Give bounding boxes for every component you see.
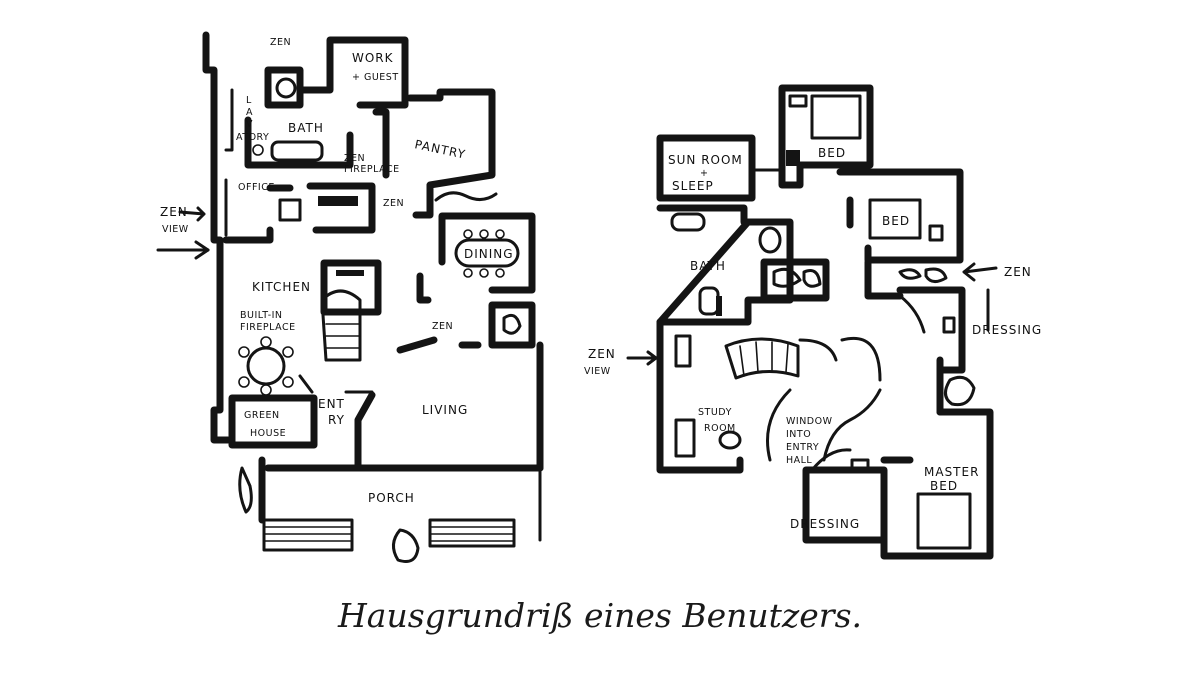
dining-table [454,238,520,268]
stair-upper [724,337,800,380]
label-lav-a: A [246,107,253,118]
label-window-3: ENTRY [786,442,819,453]
porch-steps-right [428,518,516,548]
label-entry-2: RY [328,413,345,427]
bath-walls [244,116,354,169]
label-master-1: MASTER [924,465,979,479]
label-living: LIVING [422,403,468,417]
label-lav-v: V [246,119,253,130]
master-bed-walls [880,408,994,560]
label-work: WORK [352,51,394,65]
label-window-1: WINDOW [786,416,833,427]
label-zen-top: ZEN [270,37,291,48]
label-master-2: BED [930,479,958,493]
label-sunroom-3: SLEEP [672,179,714,193]
porch-walls [258,456,544,524]
label-dressing-right: DRESSING [972,323,1042,337]
label-bath-upper: BATH [690,259,726,273]
label-dining: DINING [464,247,514,261]
label-pantry: PANTRY [413,137,467,161]
breakfast-table [246,346,286,386]
label-zen-fireplace-2: FIREPLACE [344,164,400,175]
label-green-house-2: HOUSE [250,428,286,439]
label-entry-1: ENT [318,397,345,411]
label-sunroom-1: SUN ROOM [668,153,743,167]
label-guest: + GUEST [352,72,399,83]
label-zen-fireplace-1: ZEN [344,153,365,164]
ground-floor-plan [156,31,544,563]
bed-right-walls [836,168,964,264]
label-office: OFFICE [238,182,275,193]
label-sunroom-2: + [700,168,708,179]
upper-floor-labels: BED SUN ROOM + SLEEP BED BATH ZEN DRESSI… [584,146,1042,531]
kitchen-island [320,259,382,316]
label-zen-view-left-1: ZEN [160,205,188,219]
label-study-1: STUDY [698,407,732,418]
label-dressing-bottom: DRESSING [790,517,860,531]
label-window-4: HALL [786,455,812,466]
figure-caption: Hausgrundriß eines Benutzers. [338,596,862,635]
label-zen-right: ZEN [1004,265,1032,279]
dining-walls [438,212,536,294]
label-bed-right: BED [882,214,910,228]
label-green-house-1: GREEN [244,410,280,421]
pantry-walls [406,88,496,219]
zen-garden-box [264,66,304,109]
label-window-2: INTO [786,429,811,440]
label-porch: PORCH [368,491,415,505]
upper-floor-plan [626,84,998,560]
label-zen-view-upper-1: ZEN [588,347,616,361]
label-zen-view-upper-2: VIEW [584,366,611,377]
label-lav-rest: ATORY [236,132,269,143]
label-bath-ground: BATH [288,121,324,135]
label-study-2: ROOM [704,423,736,434]
study-walls [656,318,744,474]
label-fireplace-2: FIREPLACE [240,322,296,333]
label-zen-view-left-2: VIEW [162,224,189,235]
floor-plan-drawing: ZEN WORK + GUEST L A V ATORY BATH PANTRY… [156,31,1042,563]
label-zen-living: ZEN [432,321,453,332]
work-guest-room-walls [296,36,409,109]
sunroom-walls [656,134,756,202]
label-bed-top: BED [818,146,846,160]
label-kitchen: KITCHEN [252,280,311,294]
stair-kitchen [320,289,362,362]
green-house-walls [228,394,318,449]
label-lav-l: L [246,95,252,106]
label-zen-mid: ZEN [383,198,404,209]
porch-steps-left [262,518,354,552]
label-fireplace-1: BUILT-IN [240,310,283,321]
